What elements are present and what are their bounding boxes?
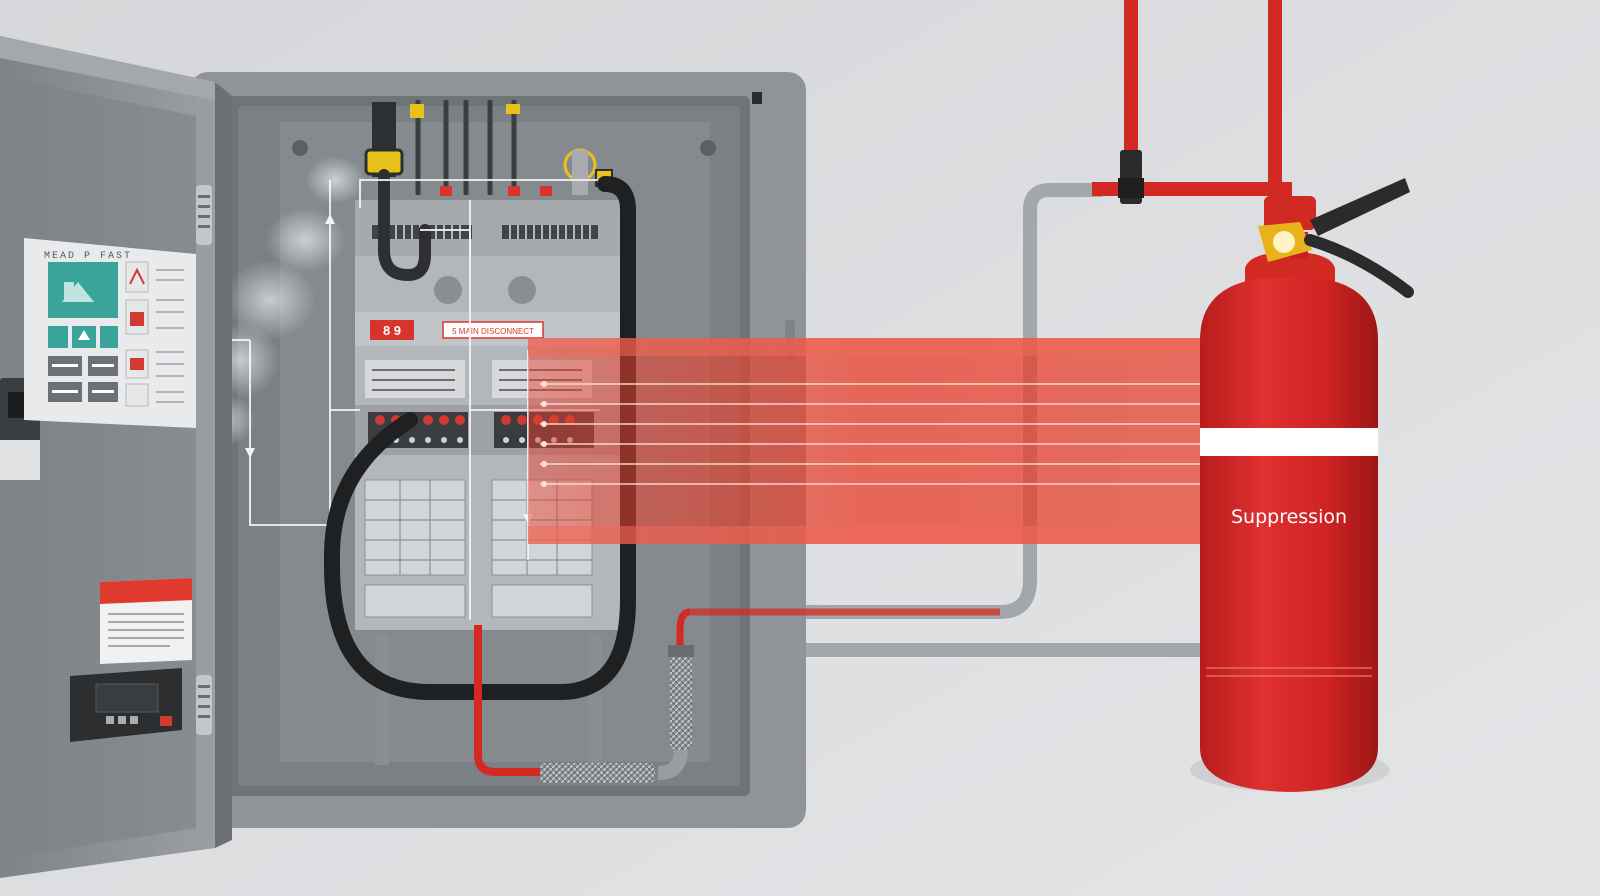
extinguisher-band bbox=[1200, 428, 1378, 456]
door-info-sheet: MEAD P FAST bbox=[24, 238, 196, 428]
breaker-tag-right-text: 5 MAIN DISCONNECT bbox=[452, 327, 534, 336]
cabinet-door[interactable] bbox=[0, 36, 232, 878]
door-sign-title: MEAD P FAST bbox=[44, 251, 132, 262]
fire-extinguisher[interactable]: Suppression bbox=[1190, 178, 1414, 792]
red-sprinkler-pipes bbox=[1092, 0, 1292, 204]
breaker-tag-right bbox=[442, 321, 544, 339]
extinguisher-label: Suppression bbox=[1231, 506, 1347, 528]
panel-knob[interactable] bbox=[434, 276, 462, 304]
braided-hose bbox=[670, 655, 692, 750]
breaker-tag-left-text: 8 9 bbox=[383, 323, 401, 338]
black-cable bbox=[323, 176, 636, 700]
extinguisher-hose bbox=[1304, 234, 1414, 298]
extinguisher-handle[interactable] bbox=[1310, 178, 1410, 236]
braided-hose bbox=[540, 763, 655, 783]
control-display bbox=[95, 683, 159, 713]
bottom-hoses bbox=[474, 608, 1000, 783]
suppression-beam bbox=[528, 338, 1203, 544]
breaker-tag-left bbox=[370, 320, 414, 340]
control-box[interactable] bbox=[70, 668, 182, 742]
warning-label bbox=[100, 578, 192, 664]
top-conduits bbox=[364, 100, 613, 282]
extinguisher-body bbox=[1200, 278, 1378, 792]
panel-knob[interactable] bbox=[508, 276, 536, 304]
